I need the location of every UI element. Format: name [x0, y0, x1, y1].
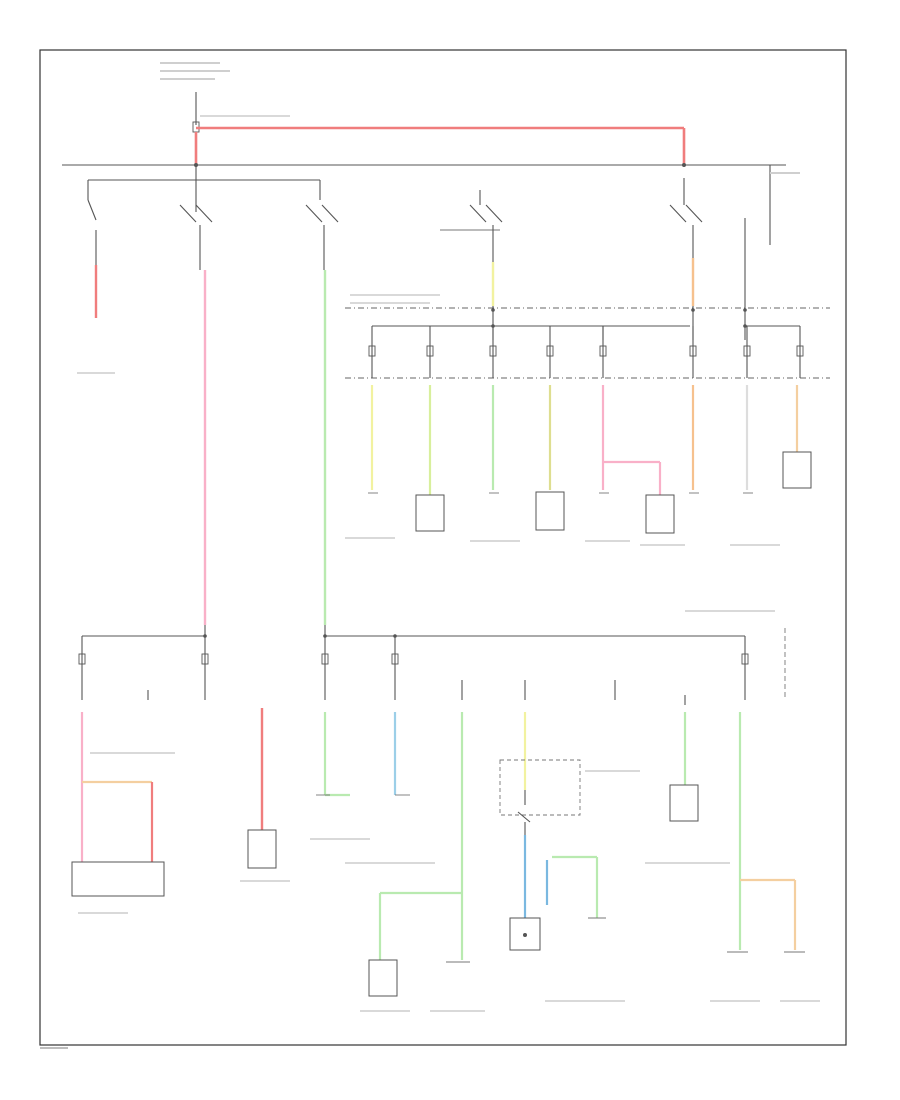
component-box-icon-lower: [71, 784, 699, 997]
upper-fuse-bus: [372, 306, 800, 340]
label-placeholders: [77, 62, 820, 1012]
switch-output-wires: [94, 218, 746, 625]
lower-wires: [80, 708, 797, 960]
ignition-switch-icon: [87, 165, 703, 231]
fuse-icon-lower: [78, 636, 749, 705]
upper-fuse-output-wires: [370, 385, 799, 495]
diagram-frame: [39, 49, 847, 1046]
relay-icon: [499, 759, 581, 835]
lower-fuse-bus: [82, 625, 786, 700]
battery-feed: [62, 92, 786, 245]
footer-code-mark: [40, 1047, 68, 1049]
component-box-icon: [415, 451, 812, 534]
ground-icon-lower: [316, 794, 805, 963]
fuse-icon: [368, 326, 804, 378]
